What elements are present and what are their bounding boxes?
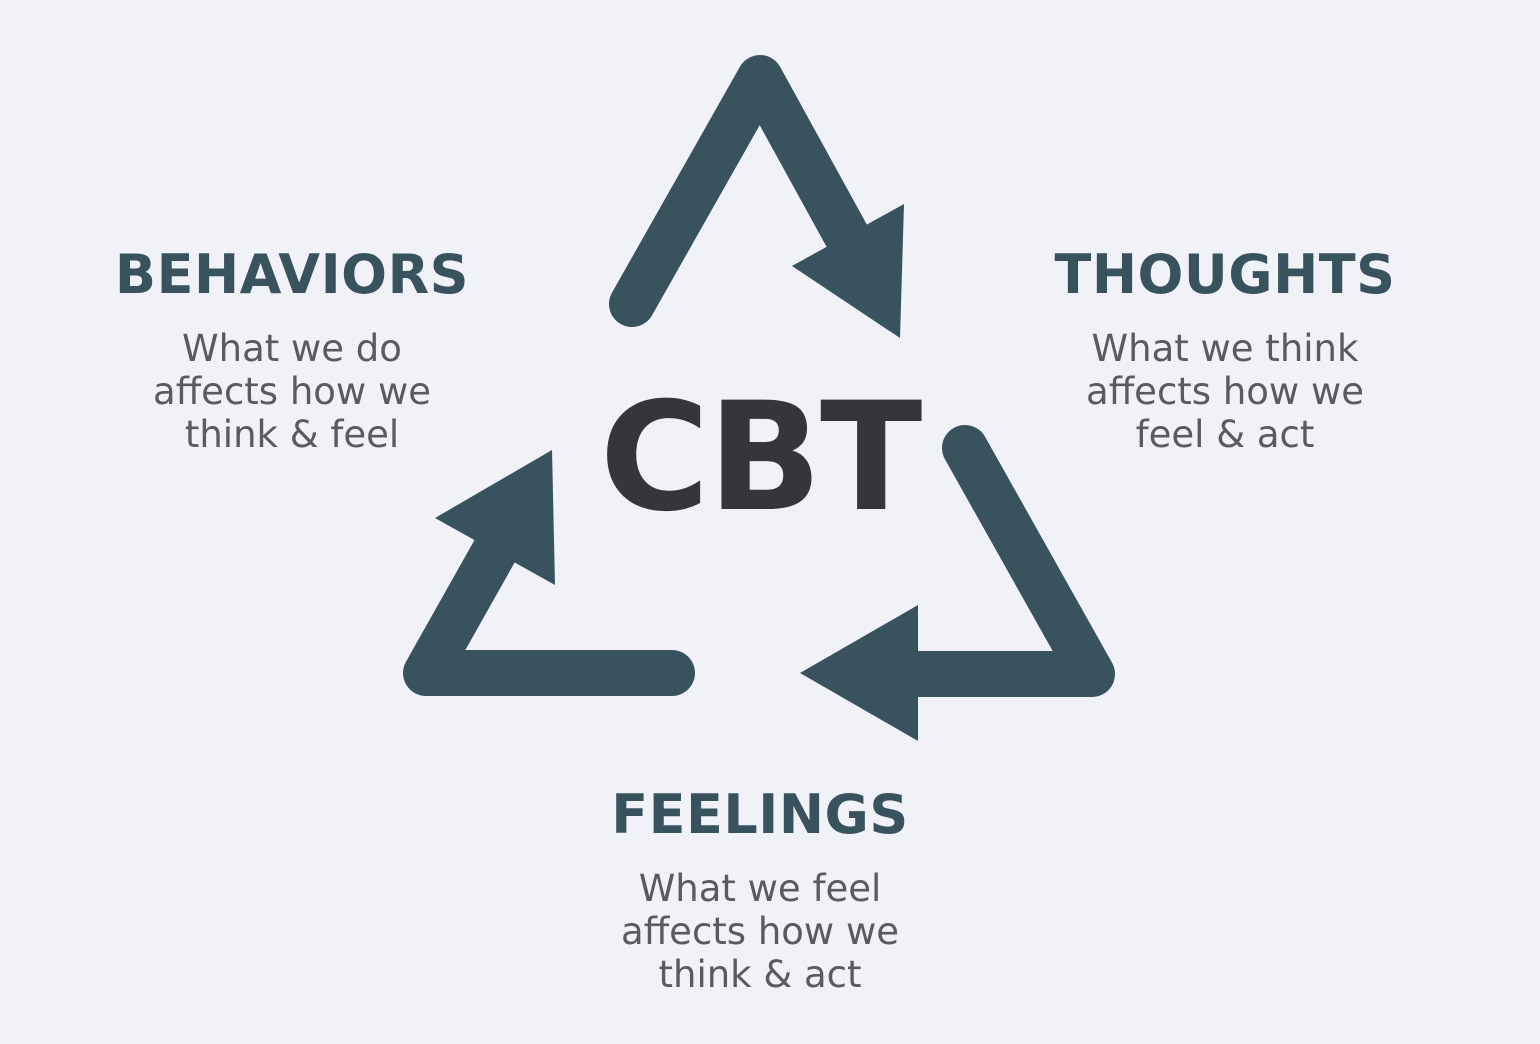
node-thoughts-title: THOUGHTS	[1054, 243, 1396, 306]
arrow-head-feelings	[800, 605, 918, 741]
node-behaviors-description: What we do affects how we think & feel	[92, 327, 492, 456]
description-line: think & feel	[184, 413, 400, 456]
node-feelings: FEELINGS What we feel affects how we thi…	[560, 783, 960, 997]
node-thoughts: THOUGHTS What we think affects how we fe…	[1025, 243, 1425, 457]
description-line: What we do	[182, 327, 402, 370]
arrow-head-behaviors	[435, 450, 555, 585]
description-line: affects how we	[621, 910, 899, 953]
node-behaviors: BEHAVIORS What we do affects how we thin…	[92, 243, 492, 457]
node-feelings-title: FEELINGS	[611, 783, 909, 846]
arrow-thoughts-to-feelings	[882, 425, 1115, 697]
description-line: affects how we	[153, 370, 431, 413]
cycle-arrows	[403, 55, 1115, 741]
description-line: feel & act	[1135, 413, 1315, 456]
description-line: What we feel	[638, 867, 882, 910]
node-thoughts-description: What we think affects how we feel & act	[1025, 327, 1425, 456]
arrow-feelings-to-behaviors	[403, 492, 695, 696]
description-line: What we think	[1091, 327, 1359, 370]
node-feelings-description: What we feel affects how we think & act	[560, 867, 960, 996]
center-label-cbt: CBT	[599, 371, 923, 545]
node-behaviors-title: BEHAVIORS	[114, 243, 470, 306]
arrow-head-thoughts	[792, 204, 904, 338]
arrow-behaviors-to-thoughts	[609, 55, 871, 327]
description-line: affects how we	[1086, 370, 1364, 413]
description-line: think & act	[658, 953, 862, 996]
